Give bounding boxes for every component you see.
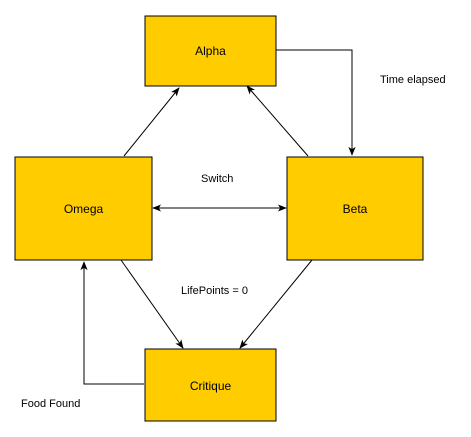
node-alpha-label: Alpha [195,44,226,58]
edge-label-switch: Switch [201,173,233,185]
edge-label-time-elapsed: Time elapsed [380,74,446,86]
node-beta-label: Beta [343,202,368,216]
node-critique-label: Critique [190,379,232,393]
edge-label-lifepoints: LifePoints = 0 [181,285,248,297]
node-beta: Beta [286,156,424,261]
node-critique: Critique [144,348,277,422]
edge-beta-to-alpha [246,85,309,157]
node-omega-label: Omega [64,202,104,216]
edge-critique-to-omega [80,261,144,385]
edge-alpha-to-beta [276,49,356,156]
node-alpha: Alpha [144,15,277,87]
node-omega: Omega [14,156,153,261]
edge-omega-to-critique [120,259,184,349]
edge-beta-to-critique [239,259,313,349]
edge-label-food-found: Food Found [21,398,80,410]
edge-omega-to-alpha [123,87,180,157]
